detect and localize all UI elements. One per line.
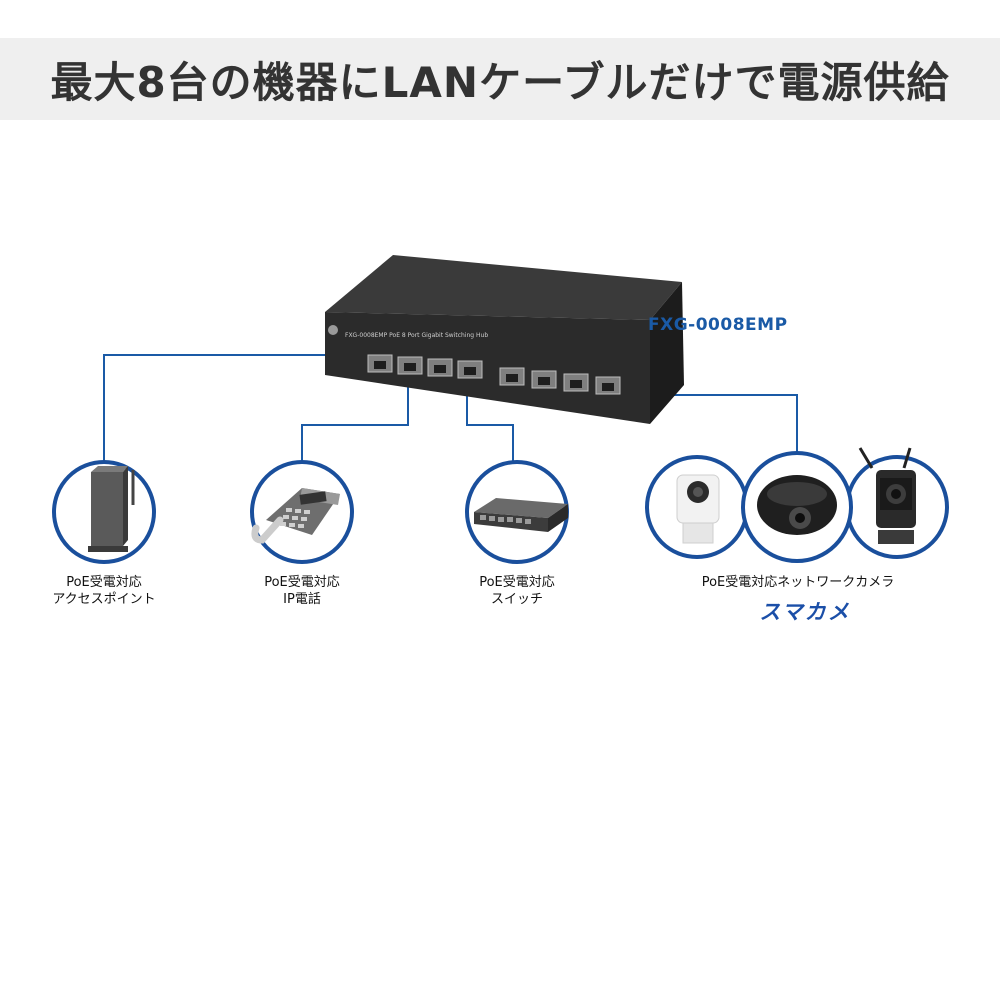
- switch-faceplate-text: FXG-0008EMP PoE 8 Port Gigabit Switching…: [345, 332, 488, 339]
- device-label-line1: PoE受電対応: [264, 575, 340, 590]
- black-camera-icon: [858, 447, 916, 544]
- device-label-line1: PoE受電対応ネットワークカメラ: [701, 575, 895, 590]
- headline: 最大8台の機器にLANケーブルだけで電源供給: [50, 57, 950, 107]
- device-label-access-point: PoE受電対応 アクセスポイント: [34, 574, 174, 608]
- device-label-line2: アクセスポイント: [52, 592, 156, 607]
- headline-banner: 最大8台の機器にLANケーブルだけで電源供給: [0, 38, 1000, 120]
- device-label-ip-phone: PoE受電対応 IP電話: [232, 574, 372, 608]
- camera-brand-logo: スマカメ: [759, 600, 851, 624]
- wireless-access-point-icon: [88, 466, 135, 552]
- ip-phone-icon: [251, 488, 340, 544]
- network-camera-icon: [676, 447, 916, 544]
- device-label-line1: PoE受電対応: [66, 575, 142, 590]
- device-label-camera: PoE受電対応ネットワークカメラ: [668, 574, 928, 591]
- white-camera-icon: [676, 474, 720, 544]
- device-label-line2: スイッチ: [490, 592, 543, 607]
- dome-camera-icon: [757, 475, 837, 535]
- connector-line-ip-phone: [301, 375, 409, 462]
- device-label-switch: PoE受電対応 スイッチ: [447, 574, 587, 608]
- network-switch-icon: [474, 498, 568, 532]
- poe-switch-icon: FXG-0008EMP PoE 8 Port Gigabit Switching…: [325, 255, 684, 424]
- connector-line-switch: [466, 375, 514, 462]
- device-label-line1: PoE受電対応: [479, 575, 555, 590]
- switch-model-label: FXG-0008EMP: [648, 315, 788, 335]
- device-label-line2: IP電話: [283, 592, 321, 607]
